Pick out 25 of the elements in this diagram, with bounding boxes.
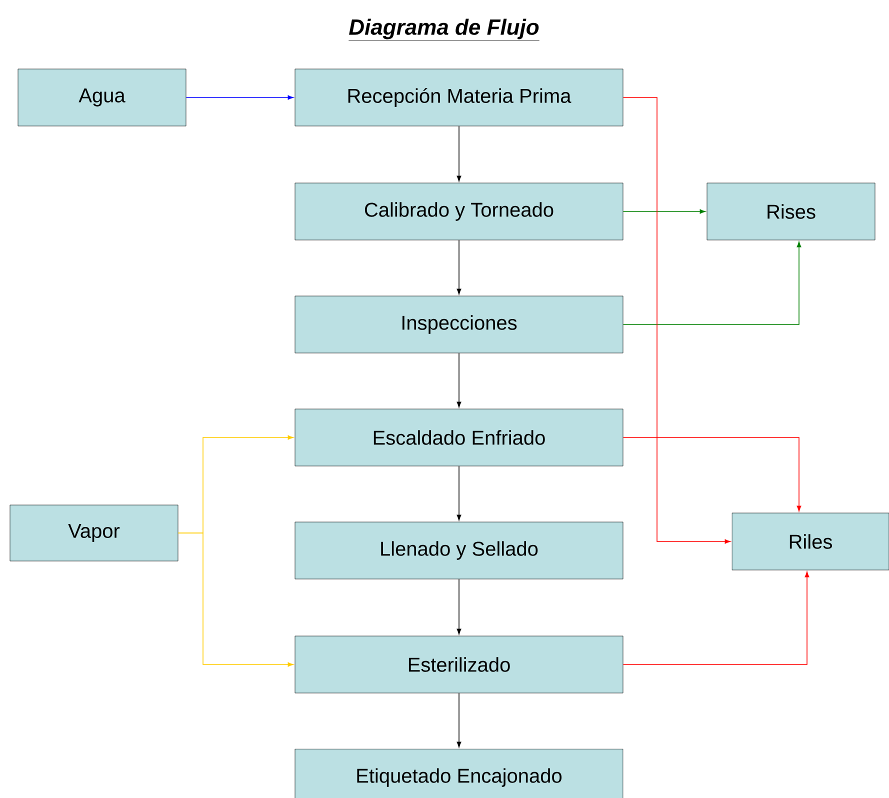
arrow: [456, 352, 462, 408]
arrow: [456, 466, 462, 520]
process-box: Rises: [706, 182, 876, 240]
arrow: [178, 532, 294, 667]
process-box: Etiquetado Encajonado: [294, 748, 624, 798]
arrow: [622, 209, 706, 214]
arrow: [456, 692, 462, 748]
process-box: Escaldado Enfriado: [294, 408, 624, 466]
title: Diagrama de Flujo: [348, 18, 540, 41]
arrow: [186, 95, 294, 100]
process-box: Vapor: [10, 504, 178, 562]
arrow: [456, 126, 462, 182]
process-box: Agua: [18, 68, 186, 126]
process-box: Riles: [732, 512, 889, 570]
process-box: Inspecciones: [294, 296, 624, 354]
process-box: Calibrado y Torneado: [294, 182, 624, 240]
arrow: [622, 97, 730, 544]
process-box: Esterilizado: [294, 636, 624, 694]
process-box: Recepción Materia Prima: [294, 68, 624, 126]
arrow: [622, 572, 810, 665]
arrow: [622, 437, 802, 512]
process-box: Llenado y Sellado: [294, 522, 624, 580]
arrow: [622, 242, 802, 325]
arrow: [456, 578, 462, 634]
arrow: [456, 240, 462, 294]
